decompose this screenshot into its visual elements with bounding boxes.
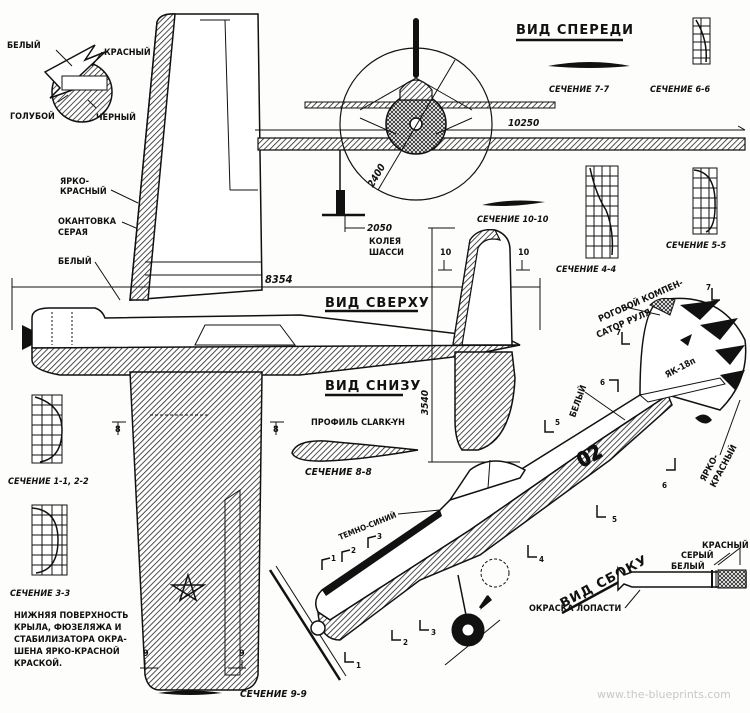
front-view: 2400 10250 2050 КОЛЕЯ ШАССИ	[255, 18, 746, 258]
section-4-4-grid	[585, 165, 619, 259]
top-view-title: ВИД СВЕРХУ	[325, 296, 430, 311]
section-9-9-shape	[158, 690, 222, 695]
bottom-view-wing: 8 8 9 9	[112, 371, 284, 691]
star-icon	[169, 572, 207, 602]
note-line-3: СТАБИЛИЗАТОРА ОКРА-	[14, 635, 127, 645]
section-8-8-label: СЕЧЕНИЕ 8-8	[305, 467, 372, 478]
emblem-label-red: КРАСНЫЙ	[104, 46, 151, 58]
note-line-5: КРАСКОЙ.	[14, 657, 62, 669]
blade-label-red: КРАСНЫЙ	[702, 539, 749, 551]
prop-diameter-value: 2400	[366, 162, 388, 189]
section-7-7-shape	[548, 62, 630, 68]
blade-label-white: БЕЛЫЙ	[671, 560, 705, 572]
section-mark-10-right: 10	[518, 248, 530, 258]
retract-arrow-icon	[480, 595, 492, 610]
wing-label-bright-red-2: КРАСНЫЙ	[60, 185, 107, 197]
mark-3-top: 3	[377, 532, 382, 541]
wingspan-value: 10250	[508, 118, 539, 129]
track-value: 2050	[367, 223, 392, 234]
wing-label-edging-2: СЕРАЯ	[58, 228, 88, 238]
side-section-marks: 1 2 3 1 2 3 4 5 5 6 6 7 7	[321, 283, 720, 670]
section-10-10-label: СЕЧЕНИЕ 10-10	[477, 215, 549, 225]
tail-insignia-icon	[680, 334, 692, 346]
top-view-wing: ЯРКО- КРАСНЫЙ ОКАНТОВКА СЕРАЯ БЕЛЫЙ	[58, 13, 263, 301]
mark-2-bottom: 2	[403, 638, 408, 647]
front-wheel	[336, 190, 345, 214]
side-label-dark-blue: ТЕМНО-СИНИЙ	[337, 509, 398, 542]
mark-1-bottom: 1	[356, 661, 361, 670]
section-6-6-grid	[692, 17, 711, 65]
mark-7-left: 7	[616, 328, 621, 337]
section-5-5-grid	[692, 167, 718, 235]
wing-label-white: БЕЛЫЙ	[58, 255, 92, 267]
blade-label-grey: СЕРЫЙ	[681, 549, 714, 561]
section-3-3-grid	[31, 504, 68, 576]
bottom-view-title: ВИД СНИЗУ	[325, 379, 421, 394]
side-label-white: БЕЛЫЙ	[567, 383, 590, 419]
section-1-1-grid	[31, 394, 63, 464]
top-view-fuselage	[22, 307, 521, 376]
retracted-wheel	[480, 558, 510, 588]
blade-paint-diagram: КРАСНЫЙ СЕРЫЙ БЕЛЫЙ ОКРАСКА ЛОПАСТИ	[529, 539, 749, 614]
mark-3-bottom: 3	[431, 628, 436, 637]
section-10-10-shape	[482, 200, 545, 206]
length-value: 8354	[265, 273, 293, 286]
prop-hub	[310, 620, 326, 636]
profile-label: ПРОФИЛЬ CLARK-YH	[311, 418, 405, 428]
emblem: БЕЛЫЙ КРАСНЫЙ ГОЛУБОЙ ЧЕРНЫЙ	[7, 39, 151, 123]
length-dimension: 8354	[11, 273, 541, 330]
mark-4: 4	[539, 555, 544, 564]
stabilizer: 3540 10 10	[420, 227, 530, 463]
mark-5-bottom: 5	[612, 515, 617, 524]
track-label-2: ШАССИ	[369, 248, 404, 258]
mark-2-top: 2	[351, 546, 356, 555]
section-mark-9-left: 9	[143, 649, 149, 659]
mark-7-right: 7	[706, 283, 711, 292]
emblem-label-black: ЧЕРНЫЙ	[96, 111, 136, 123]
wing-label-bright-red: ЯРКО-	[60, 177, 89, 187]
canopy	[399, 79, 433, 101]
section-5-5-label: СЕЧЕНИЕ 5-5	[666, 241, 726, 251]
emblem-plate	[61, 75, 108, 91]
stabilizer-span-value: 3540	[420, 390, 431, 415]
mark-6-top: 6	[600, 378, 605, 387]
mark-1-top: 1	[331, 554, 336, 563]
section-7-7-label: СЕЧЕНИЕ 7-7	[549, 85, 609, 95]
wing-label-edging: ОКАНТОВКА	[58, 217, 117, 227]
mark-5-top: 5	[555, 418, 560, 427]
emblem-label-white: БЕЛЫЙ	[7, 39, 41, 51]
mark-6-bottom: 6	[662, 481, 667, 490]
section-4-4-label: СЕЧЕНИЕ 4-4	[556, 265, 616, 275]
section-8-8-airfoil	[291, 440, 419, 462]
section-6-6-label: СЕЧЕНИЕ 6-6	[650, 85, 710, 95]
note-line-1: НИЖНЯЯ ПОВЕРХНОСТЬ	[14, 611, 128, 621]
paint-note: НИЖНЯЯ ПОВЕРХНОСТЬ КРЫЛА, ФЮЗЕЛЯЖА И СТА…	[14, 611, 128, 669]
track-label: КОЛЕЯ	[369, 237, 401, 247]
section-3-3-label: СЕЧЕНИЕ 3-3	[10, 589, 70, 599]
side-view-aircraft: 02 ЯК-18п	[268, 297, 747, 681]
section-mark-10-left: 10	[440, 248, 452, 258]
propeller-blade	[413, 18, 419, 78]
blade-paint-caption: ОКРАСКА ЛОПАСТИ	[529, 604, 621, 614]
note-line-4: ШЕНА ЯРКО-КРАСНОЙ	[14, 645, 120, 657]
front-view-title: ВИД СПЕРЕДИ	[516, 23, 634, 38]
section-mark-9-right: 9	[239, 649, 245, 659]
watermark: www.the-blueprints.com	[597, 688, 731, 701]
emblem-label-blue: ГОЛУБОЙ	[10, 110, 55, 122]
section-9-9-label: СЕЧЕНИЕ 9-9	[240, 689, 307, 700]
note-line-2: КРЫЛА, ФЮЗЕЛЯЖА И	[14, 623, 122, 633]
section-1-1-2-2-label: СЕЧЕНИЕ 1-1, 2-2	[8, 477, 89, 487]
